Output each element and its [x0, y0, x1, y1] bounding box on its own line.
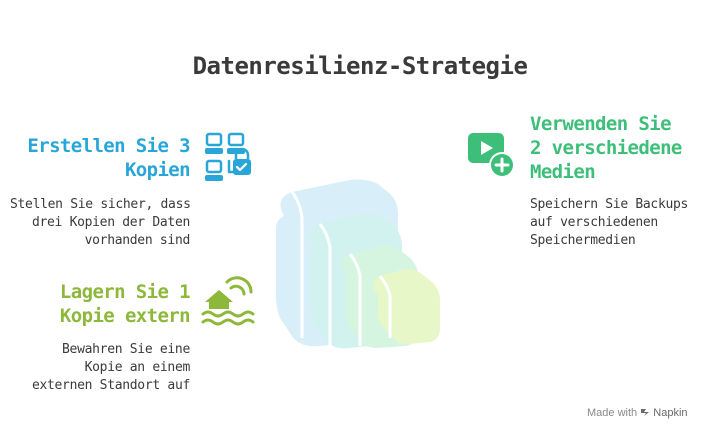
stacked-layers-graphic [270, 178, 460, 353]
item-3-heading-line: Lagern Sie 1 [59, 281, 191, 303]
item-2-heading-line: Medien [530, 161, 596, 183]
item-2-text-line: auf verschiedenen [530, 215, 658, 230]
made-with-napkin-credit: Made with Napkin [587, 407, 688, 419]
item-3-text-line: Bewahren Sie eine [62, 342, 190, 357]
item-3-heading-line: Kopie extern [59, 305, 191, 327]
item-2-text-line: Speichern Sie Backups [530, 197, 689, 212]
copies-lock-icon [203, 131, 255, 183]
item-1-heading-line: Kopien [124, 159, 191, 181]
item-1-text-line: Stellen Sie sicher, dass [10, 197, 191, 212]
made-with-label: Made with [587, 407, 638, 419]
napkin-logo-icon [640, 407, 653, 419]
item-2-heading-line: 2 verschiedene [530, 137, 682, 159]
item-2-text-line: Speichermedien [530, 233, 636, 248]
item-3-text: Bewahren Sie eine Kopie an einem externe… [10, 341, 190, 395]
item-1-heading-line: Erstellen Sie 3 [27, 135, 190, 157]
item-1-text: Stellen Sie sicher, dass drei Kopien der… [10, 196, 191, 250]
offsite-flood-house-icon [201, 276, 255, 326]
item-1-text-line: drei Kopien der Daten [31, 215, 190, 230]
item-1-heading: Erstellen Sie 3 Kopien [20, 134, 190, 182]
item-3-text-line: Kopie an einem [84, 360, 191, 375]
item-1-text-line: vorhanden sind [84, 233, 191, 248]
layer-lime [372, 269, 440, 344]
item-2-heading: Verwenden Sie 2 verschiedene Medien [530, 112, 715, 184]
item-3-text-line: externen Standort auf [31, 378, 190, 393]
page-title: Datenresilienz-Strategie [192, 52, 528, 80]
media-play-add-icon [466, 129, 518, 181]
item-2-heading-line: Verwenden Sie [530, 113, 672, 135]
item-3-heading: Lagern Sie 1 Kopie extern [20, 280, 191, 328]
item-2-text: Speichern Sie Backups auf verschiedenen … [530, 196, 715, 250]
napkin-brand: Napkin [653, 407, 688, 419]
